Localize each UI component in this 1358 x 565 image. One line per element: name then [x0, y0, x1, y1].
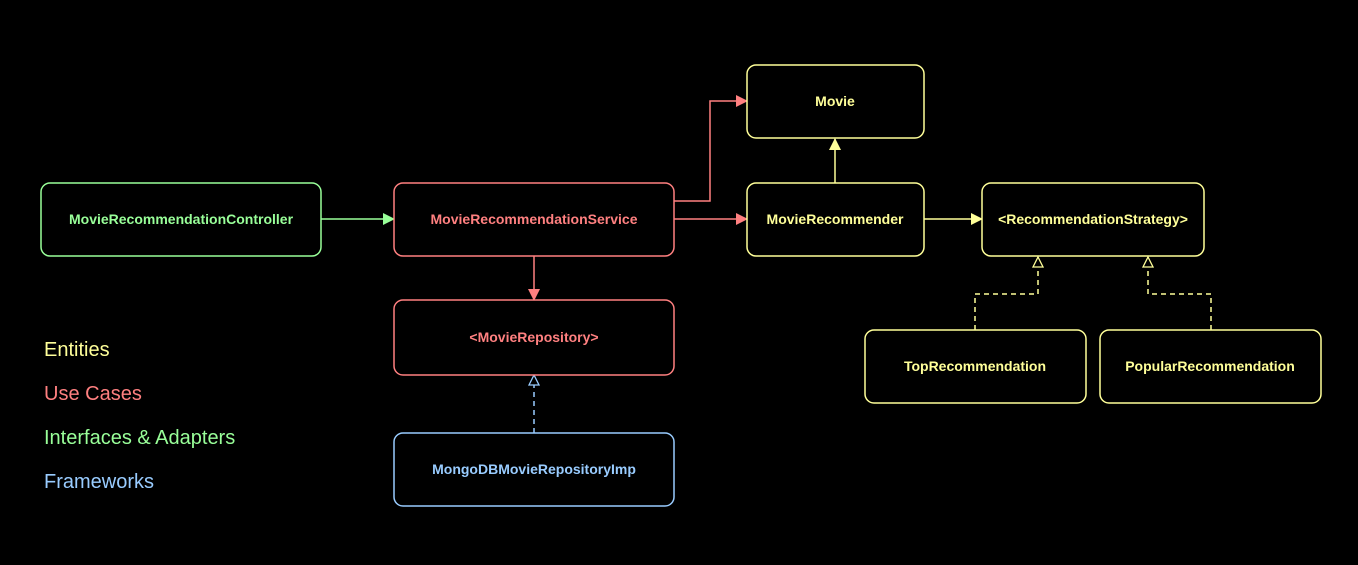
node-movie-recommendation-controller[interactable]: MovieRecommendationController — [40, 182, 322, 257]
node-label: Movie — [815, 93, 855, 109]
node-movie-repository[interactable]: <MovieRepository> — [393, 299, 675, 376]
legend-entities: Entities — [44, 339, 110, 361]
node-label: <RecommendationStrategy> — [998, 211, 1188, 227]
node-movie-recommendation-service[interactable]: MovieRecommendationService — [393, 182, 675, 257]
node-label: MovieRecommendationController — [69, 211, 294, 227]
node-label: MongoDBMovieRepositoryImp — [432, 461, 636, 477]
node-label: <MovieRepository> — [469, 329, 598, 345]
legend-interfaces-adapters: Interfaces & Adapters — [44, 427, 236, 449]
edge-top-to-strategy — [974, 257, 1038, 330]
node-movie-recommender[interactable]: MovieRecommender — [746, 182, 925, 257]
node-label: MovieRecommender — [767, 211, 904, 227]
node-label: MovieRecommendationService — [431, 211, 638, 227]
legend-use-cases: Use Cases — [44, 383, 142, 405]
node-top-recommendation[interactable]: TopRecommendation — [864, 329, 1087, 404]
node-recommendation-strategy[interactable]: <RecommendationStrategy> — [981, 182, 1205, 257]
node-movie[interactable]: Movie — [746, 64, 925, 139]
node-label: PopularRecommendation — [1125, 358, 1295, 374]
node-mongodb-movie-repository-imp[interactable]: MongoDBMovieRepositoryImp — [393, 432, 675, 507]
node-popular-recommendation[interactable]: PopularRecommendation — [1099, 329, 1322, 404]
legend-frameworks: Frameworks — [44, 471, 155, 493]
edge-popular-to-strategy — [1148, 257, 1212, 330]
node-label: TopRecommendation — [904, 358, 1046, 374]
edge-service-to-movie — [674, 95, 748, 202]
